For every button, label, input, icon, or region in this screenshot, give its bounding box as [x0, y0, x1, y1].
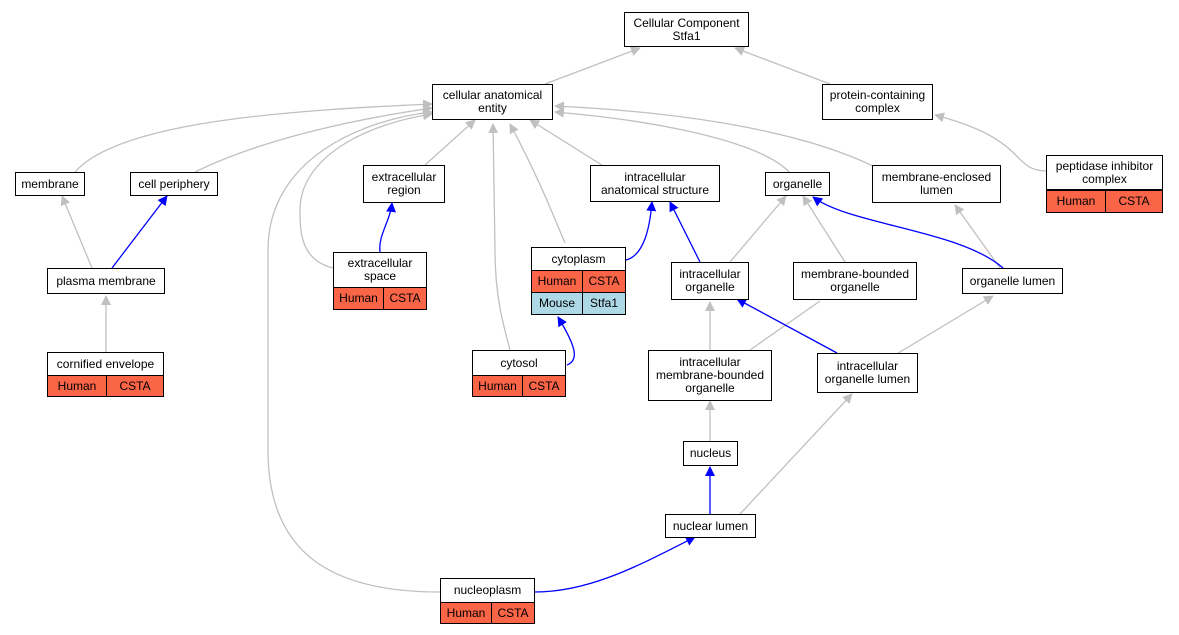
node-nucleus[interactable]: nucleus [683, 441, 738, 466]
annotation-species: Human [472, 375, 523, 397]
node-cell-periphery-label: cell periphery [138, 176, 210, 191]
node-membrane-bounded-organelle-label: membrane-bounded organelle [800, 267, 910, 294]
node-cytosol-label: cytosol [500, 355, 538, 370]
annotation-gene: CSTA [106, 375, 164, 397]
edge-pcc-to-root [734, 46, 831, 85]
node-extracellular-space-label: extracellular space [347, 256, 413, 283]
node-protein-containing-complex-label: protein-containing complex [829, 88, 926, 115]
node-nucleus-label: nucleus [689, 446, 732, 460]
edge-io-to-organelle [729, 195, 787, 263]
edge-extspace-to-extregion[interactable] [379, 202, 397, 253]
annotation-gene: CSTA [582, 270, 626, 293]
node-cornified-envelope[interactable]: cornified envelope [47, 352, 164, 376]
node-protein-containing-complex[interactable]: protein-containing complex [822, 84, 933, 120]
node-nuclear-lumen[interactable]: nuclear lumen [665, 514, 756, 538]
edge-membrane-to-cae [74, 99, 433, 173]
edge-pic-to-pcc [934, 112, 1047, 172]
edge-iol-to-ol [894, 295, 994, 356]
edge-nucleoplasm-to-cae [267, 108, 441, 593]
node-organelle-lumen-label: organelle lumen [969, 273, 1056, 288]
node-extracellular-space[interactable]: extracellular space [333, 252, 427, 288]
edge-cytoplasm-to-ias[interactable] [625, 201, 657, 261]
annotation-gene: Stfa1 [582, 292, 626, 315]
edge-cytoplasm-to-cae [509, 123, 566, 244]
edge-ol-to-organelle[interactable] [812, 196, 1004, 269]
annotation-species: Human [47, 375, 107, 397]
node-root-label: Cellular Component Stfa1 [633, 15, 740, 43]
annotation-gene: CSTA [491, 602, 535, 624]
node-organelle-lumen[interactable]: organelle lumen [962, 268, 1063, 294]
annotation-gene: CSTA [522, 375, 566, 397]
annotation-gene: CSTA [383, 287, 427, 310]
node-intracellular-anatomical-structure[interactable]: intracellular anatomical structure [590, 165, 720, 202]
annotation-species: Mouse [531, 292, 583, 315]
node-intracellular-anatomical-structure-label: intracellular anatomical structure [600, 169, 710, 197]
node-peptidase-inhibitor-complex-label: peptidase inhibitor complex [1055, 158, 1154, 186]
node-intracellular-organelle-label: intracellular organelle [679, 267, 741, 294]
annotation-species: Human [1046, 190, 1106, 213]
node-plasma-membrane[interactable]: plasma membrane [47, 268, 165, 294]
node-nuclear-lumen-label: nuclear lumen [672, 518, 749, 533]
edge-cellperiphery-to-cae [194, 104, 433, 173]
edge-cae-to-root [544, 46, 641, 85]
node-root[interactable]: Cellular Component Stfa1 [624, 12, 749, 47]
node-cellular-anatomical-entity[interactable]: cellular anatomical entity [432, 84, 553, 120]
node-intracellular-membrane-bounded-organelle[interactable]: intracellular membrane-bounded organelle [648, 350, 772, 401]
node-organelle[interactable]: organelle [765, 172, 830, 196]
node-membrane-enclosed-lumen[interactable]: membrane-enclosed lumen [872, 165, 1001, 203]
edge-nl-to-iol [739, 393, 853, 515]
annotation-species: Human [333, 287, 384, 310]
node-intracellular-organelle-lumen-label: intracellular organelle lumen [824, 359, 911, 386]
node-extracellular-region-label: extracellular region [371, 170, 437, 197]
edge-mel-to-cae [554, 101, 876, 168]
edge-ias-to-cae [529, 119, 606, 168]
edge-cytosol-to-cytoplasm[interactable] [557, 316, 575, 366]
annotation-species: Human [440, 602, 492, 624]
edge-organelle-to-cae [554, 107, 791, 174]
node-peptidase-inhibitor-complex[interactable]: peptidase inhibitor complex [1046, 155, 1163, 190]
node-membrane[interactable]: membrane [15, 172, 85, 196]
node-membrane-label: membrane [21, 176, 79, 191]
node-nucleoplasm-label: nucleoplasm [453, 583, 522, 597]
edge-extspace-to-cae [299, 110, 433, 269]
annotation-species: Human [531, 270, 583, 293]
edge-iol-to-io[interactable] [736, 298, 838, 354]
edge-ol-to-mel [954, 204, 1001, 269]
node-cellular-anatomical-entity-label: cellular anatomical entity [442, 88, 543, 115]
edge-nucleoplasm-to-nl[interactable] [534, 536, 696, 593]
node-intracellular-organelle[interactable]: intracellular organelle [671, 262, 749, 300]
node-nucleoplasm[interactable]: nucleoplasm [440, 578, 535, 603]
node-plasma-membrane-label: plasma membrane [56, 273, 156, 288]
edge-cytosol-to-cae [488, 123, 511, 351]
node-cytosol[interactable]: cytosol [472, 350, 566, 376]
node-intracellular-membrane-bounded-organelle-label: intracellular membrane-bounded organelle [655, 355, 765, 395]
node-cornified-envelope-label: cornified envelope [56, 356, 155, 371]
edge-pm-to-cellperiphery[interactable] [111, 195, 168, 269]
edge-io-to-ias[interactable] [669, 201, 701, 263]
node-membrane-enclosed-lumen-label: membrane-enclosed lumen [881, 170, 992, 197]
edge-mbo-to-organelle [802, 195, 846, 263]
node-cell-periphery[interactable]: cell periphery [130, 172, 218, 196]
node-extracellular-region[interactable]: extracellular region [363, 165, 445, 203]
annotation-gene: CSTA [1105, 190, 1163, 213]
node-membrane-bounded-organelle[interactable]: membrane-bounded organelle [793, 262, 917, 300]
edge-pm-to-membrane [60, 195, 93, 269]
node-organelle-label: organelle [772, 176, 823, 191]
node-cytoplasm-label: cytoplasm [551, 251, 606, 266]
edge-extregion-to-cae [424, 119, 476, 166]
node-intracellular-organelle-lumen[interactable]: intracellular organelle lumen [817, 353, 918, 393]
node-cytoplasm[interactable]: cytoplasm [531, 247, 626, 271]
